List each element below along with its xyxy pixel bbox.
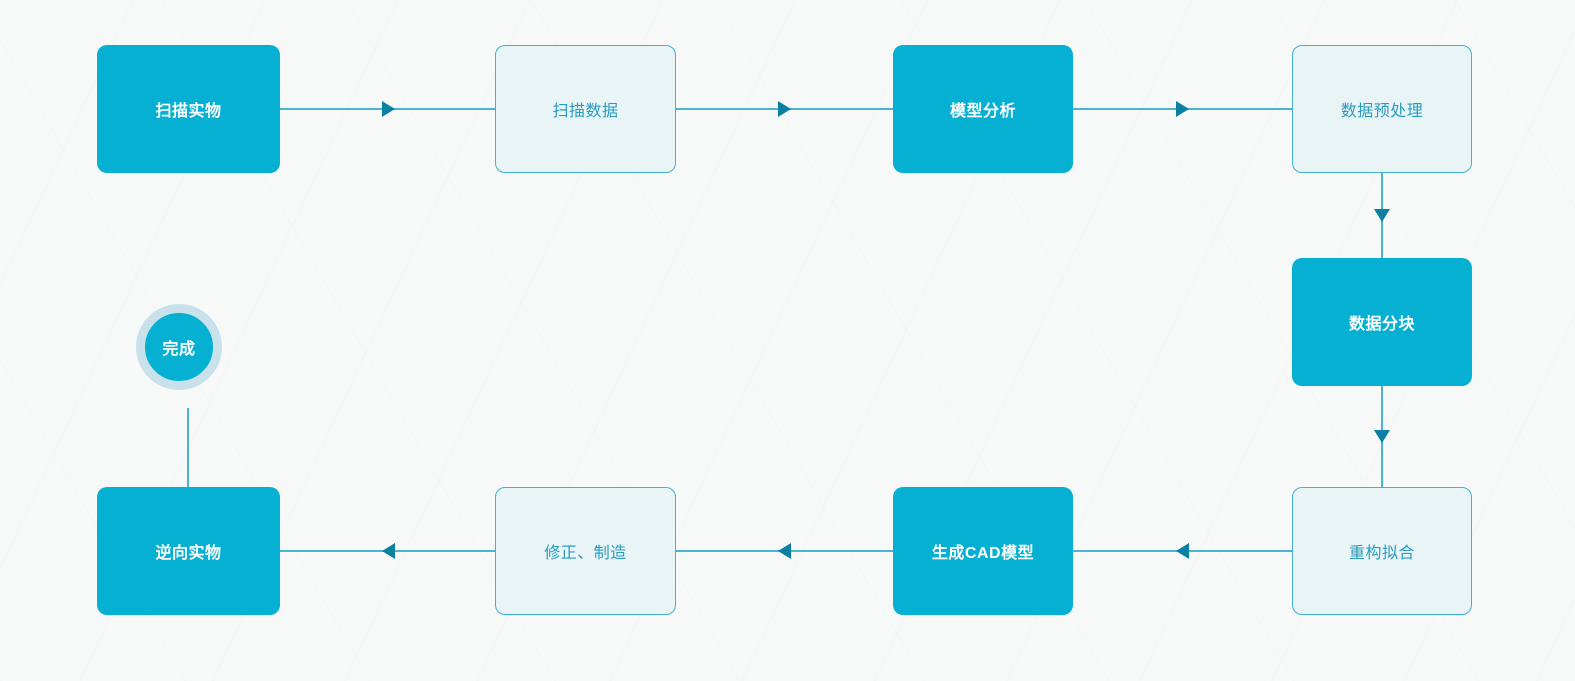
arrow-left-icon (1176, 543, 1189, 559)
node-label: 逆向实物 (155, 545, 222, 562)
node-label: 数据预处理 (1340, 103, 1424, 120)
arrow-right-icon (382, 101, 395, 117)
node-scan-physical: 扫描实物 (97, 45, 280, 173)
node-complete: 完成 (136, 304, 222, 390)
arrow-right-icon (1176, 101, 1189, 117)
node-label: 完成 (162, 341, 196, 358)
node-label: 修正、制造 (544, 545, 627, 562)
node-revise-manufacture: 修正、制造 (495, 487, 676, 615)
arrow-down-icon (1374, 430, 1390, 443)
arrow-left-icon (778, 543, 791, 559)
arrow-right-icon (778, 101, 791, 117)
node-label: 扫描实物 (155, 103, 222, 120)
arrow-left-icon (382, 543, 395, 559)
node-label: 数据分块 (1348, 316, 1415, 333)
connector-reverse-to-complete (187, 408, 189, 487)
node-model-analysis: 模型分析 (893, 45, 1073, 173)
node-scan-data: 扫描数据 (495, 45, 676, 173)
node-data-preprocessing: 数据预处理 (1292, 45, 1472, 173)
arrow-down-icon (1374, 209, 1390, 222)
node-label: 扫描数据 (552, 103, 619, 120)
node-reconstruction-fitting: 重构拟合 (1292, 487, 1472, 615)
node-label: 模型分析 (949, 103, 1016, 120)
node-label: 重构拟合 (1348, 545, 1415, 562)
node-data-partition: 数据分块 (1292, 258, 1472, 386)
node-generate-cad-model: 生成CAD模型 (893, 487, 1073, 615)
node-label: 生成CAD模型 (931, 545, 1035, 562)
node-reverse-physical: 逆向实物 (97, 487, 280, 615)
